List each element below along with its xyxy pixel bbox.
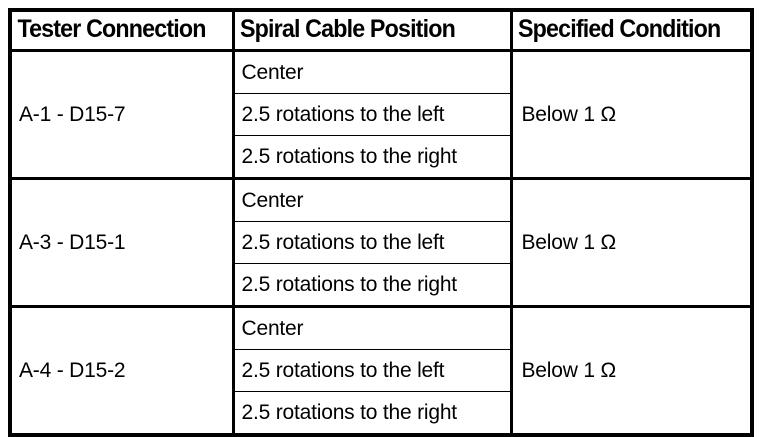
table-body: A-1 - D15-7 Center Below 1 Ω 2.5 rotatio… xyxy=(10,50,752,435)
table-row: 2.5 rotations to the left xyxy=(10,93,752,136)
table-row: A-3 - D15-1 Center Below 1 Ω xyxy=(10,178,752,308)
table-row: 2.5 rotations to the left xyxy=(10,349,752,392)
specification-table: Tester Connection Spiral Cable Position … xyxy=(8,8,754,437)
specification-table-container: Tester Connection Spiral Cable Position … xyxy=(8,8,756,437)
table-row: 2.5 rotations to the right xyxy=(10,391,752,435)
tester-connection-cell: A-4 - D15-2 xyxy=(10,306,235,435)
spiral-position-cell: 2.5 rotations to the left xyxy=(233,221,512,264)
spiral-position-cell: 2.5 rotations to the right xyxy=(233,391,512,435)
specified-condition-cell: Below 1 Ω xyxy=(509,178,752,308)
column-header-tester-connection: Tester Connection xyxy=(10,10,219,52)
table-row: A-1 - D15-7 Center Below 1 Ω xyxy=(10,50,752,180)
table-row: A-4 - D15-2 Center Below 1 Ω xyxy=(10,306,752,435)
column-header-spiral-cable-position: Spiral Cable Position xyxy=(233,10,493,52)
spiral-position-cell: Center xyxy=(233,178,512,222)
spiral-position-cell: Center xyxy=(233,306,512,350)
spiral-position-cell: 2.5 rotations to the right xyxy=(233,263,512,308)
spiral-position-cell: Center xyxy=(233,50,512,94)
spiral-position-cell: 2.5 rotations to the left xyxy=(233,93,512,136)
table-row: 2.5 rotations to the right xyxy=(10,263,752,308)
tester-connection-cell: A-3 - D15-1 xyxy=(10,178,235,308)
spiral-position-cell: 2.5 rotations to the left xyxy=(233,349,512,392)
table-row: 2.5 rotations to the right xyxy=(10,135,752,180)
table-header-row: Tester Connection Spiral Cable Position … xyxy=(10,10,752,52)
table-row: 2.5 rotations to the left xyxy=(10,221,752,264)
specified-condition-cell: Below 1 Ω xyxy=(509,306,752,435)
tester-connection-cell: A-1 - D15-7 xyxy=(10,50,235,180)
spiral-position-cell: 2.5 rotations to the right xyxy=(233,135,512,180)
table-header: Tester Connection Spiral Cable Position … xyxy=(10,10,752,52)
column-header-specified-condition: Specified Condition xyxy=(511,10,736,52)
specified-condition-cell: Below 1 Ω xyxy=(509,50,752,180)
